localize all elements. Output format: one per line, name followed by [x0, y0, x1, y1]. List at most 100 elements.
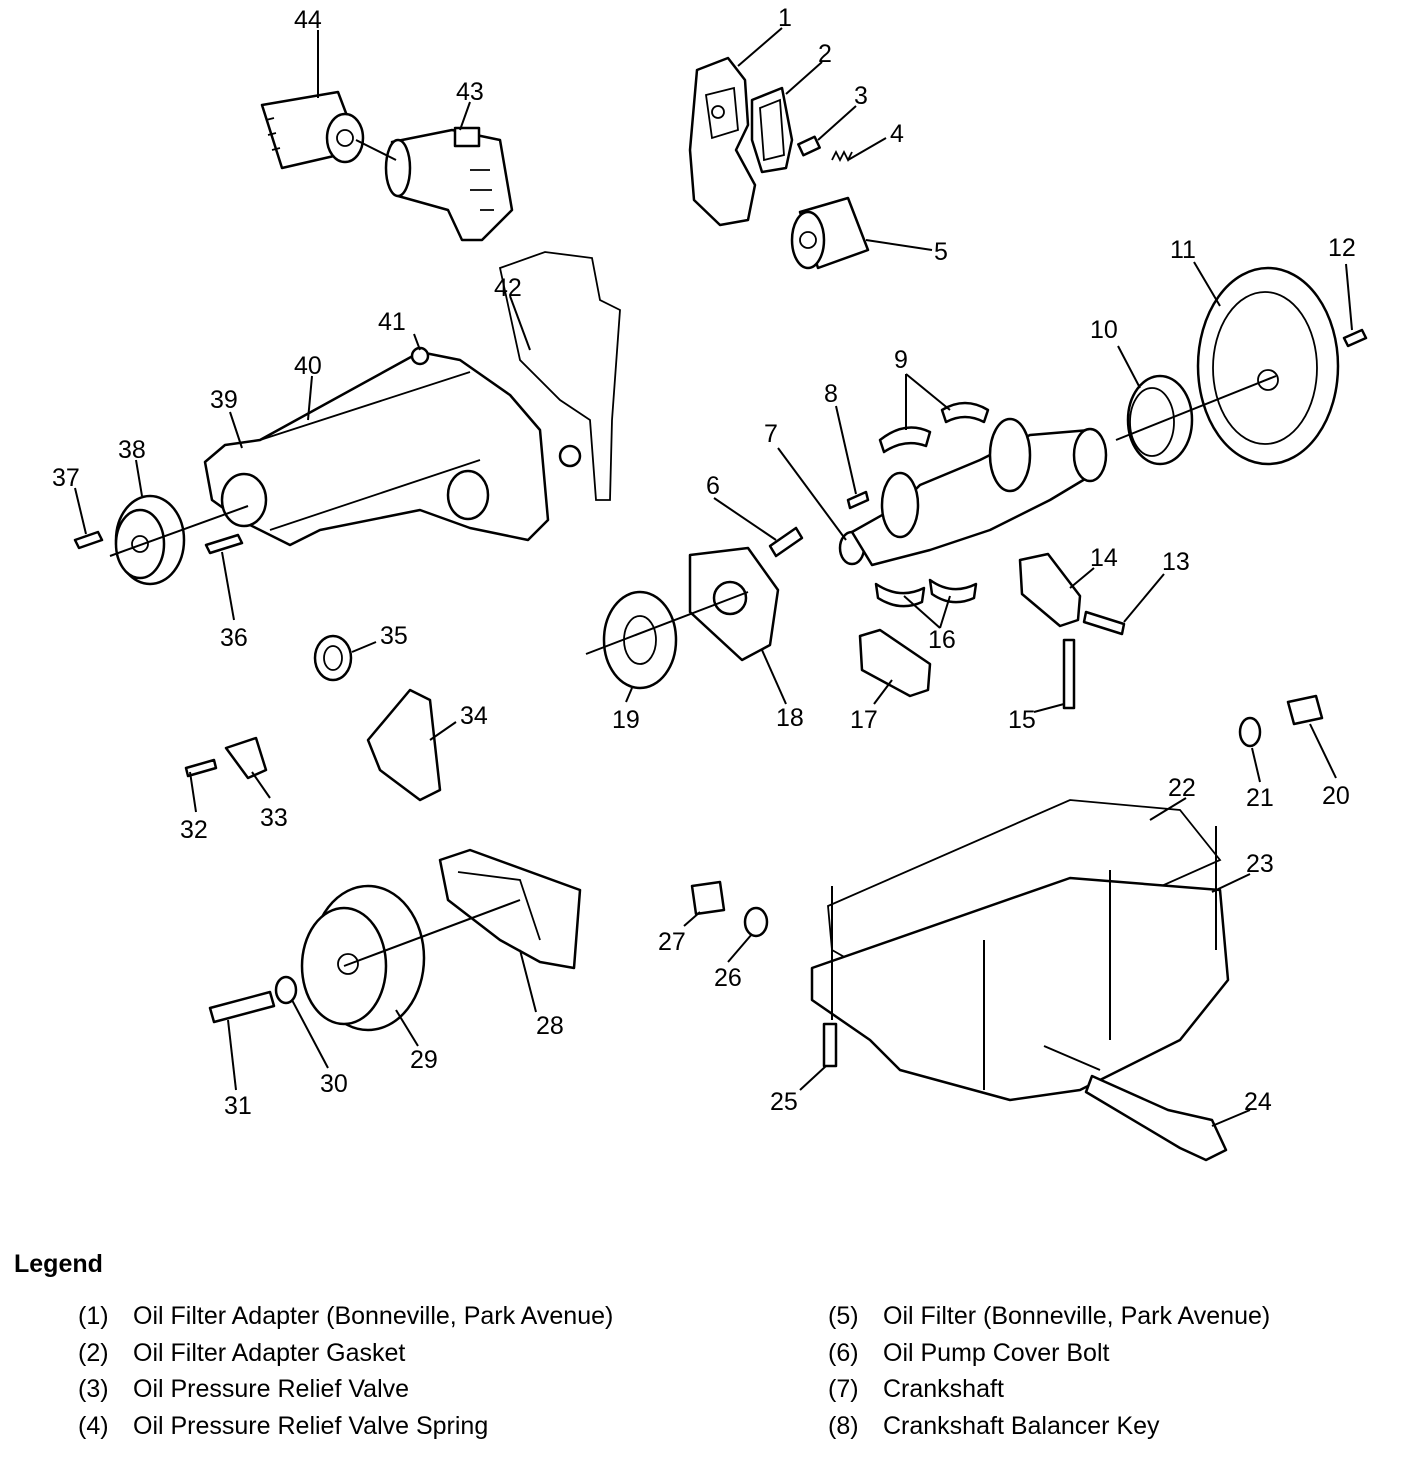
callout-26: 26	[714, 964, 742, 992]
legend-item-text: Oil Filter Adapter Gasket	[133, 1338, 406, 1367]
part-35-oil-seal	[313, 634, 353, 682]
callout-13: 13	[1162, 548, 1190, 576]
callout-14: 14	[1090, 544, 1118, 572]
callout-8: 8	[824, 380, 838, 408]
callout-40: 40	[294, 352, 322, 380]
part-9-bearing-upper	[878, 426, 932, 454]
callout-17: 17	[850, 706, 878, 734]
legend-left-column: (1) Oil Filter Adapter (Bonneville, Park …	[78, 1302, 613, 1448]
callout-36: 36	[220, 624, 248, 652]
part-11-flywheel	[1196, 266, 1340, 466]
callout-34: 34	[460, 702, 488, 730]
part-10-rear-seal	[1126, 374, 1194, 466]
legend-item: (8)Crankshaft Balancer Key	[828, 1412, 1270, 1449]
legend-item: (5) Oil Filter (Bonneville, Park Avenue)	[828, 1302, 1270, 1339]
callout-30: 30	[320, 1070, 348, 1098]
callout-24: 24	[1244, 1088, 1272, 1116]
callout-28: 28	[536, 1012, 564, 1040]
callout-4: 4	[890, 120, 904, 148]
part-16-bearing-lower	[874, 582, 926, 608]
part-26-seal	[743, 906, 769, 938]
legend-item: (3) Oil Pressure Relief Valve	[78, 1375, 613, 1412]
legend-item-number: (5)	[828, 1302, 859, 1330]
callout-3: 3	[854, 82, 868, 110]
legend-item-number: (7)	[828, 1375, 859, 1403]
part-36-bolt	[204, 533, 244, 555]
callout-16: 16	[928, 626, 956, 654]
part-5-oil-filter	[790, 196, 870, 270]
callout-33: 33	[260, 804, 288, 832]
callout-37: 37	[52, 464, 80, 492]
callout-41: 41	[378, 308, 406, 336]
callout-6: 6	[706, 472, 720, 500]
part-34-bracket	[366, 688, 442, 802]
part-33-sensor	[224, 736, 268, 780]
legend-item-number: (2)	[78, 1338, 109, 1367]
callout-12: 12	[1328, 234, 1356, 262]
part-28-cover	[438, 848, 582, 970]
legend-item-text: Crankshaft Balancer Key	[883, 1411, 1160, 1440]
legend-item-text: Oil Pressure Relief Valve Spring	[133, 1411, 489, 1440]
part-6-bolt	[768, 526, 804, 558]
legend-item-text: Oil Filter Adapter (Bonneville, Park Ave…	[133, 1302, 614, 1330]
callout-44: 44	[294, 6, 322, 34]
part-15-bolt	[1062, 638, 1076, 710]
part-16-bearing-lower-2	[928, 578, 978, 604]
legend-item-number: (3)	[78, 1375, 109, 1403]
legend-item-number: (1)	[78, 1302, 109, 1330]
callout-2: 2	[818, 40, 832, 68]
legend-item-number: (6)	[828, 1338, 859, 1367]
part-20-drain-plug	[1286, 694, 1324, 726]
legend-title: Legend	[14, 1250, 103, 1278]
part-32-bolt	[184, 758, 218, 778]
callout-32: 32	[180, 816, 208, 844]
part-27-plug	[690, 880, 726, 916]
part-12-bolt	[1342, 328, 1368, 348]
callout-25: 25	[770, 1088, 798, 1116]
callout-5: 5	[934, 238, 948, 266]
part-17-bearing-cap	[858, 628, 932, 698]
part-39-40-41-front-cover	[203, 346, 582, 547]
legend-right-column: (5)Oil Filter (Bonneville, Park Avenue) …	[828, 1302, 1270, 1448]
part-25-pan-bolt	[822, 1022, 838, 1068]
part-44-oil-filter	[260, 90, 365, 170]
part-42-cover-gasket	[498, 251, 621, 501]
part-13-bolt	[1082, 610, 1126, 636]
part-38-crankshaft-balancer	[114, 494, 186, 586]
callout-9: 9	[894, 346, 908, 374]
exploded-parts-diagram: 1 2 3 4 5 6 7 8 9 10 11 12 13 14 15 16 1…	[52, 4, 1368, 1162]
legend-item: (7) Crankshaft	[828, 1375, 1270, 1412]
callout-numbers: 1 2 3 4 5 6 7 8 9 10 11 12 13 14 15 16 1…	[52, 4, 1356, 1120]
callout-39: 39	[210, 386, 238, 414]
part-14-main-cap	[1018, 552, 1082, 628]
part-43-filter-adapter	[384, 126, 514, 242]
callout-11: 11	[1170, 236, 1196, 264]
part-37-bolt	[73, 530, 104, 550]
part-30-washer	[274, 975, 298, 1005]
callout-20: 20	[1322, 782, 1350, 810]
part-7-crankshaft	[838, 417, 1108, 567]
part-drawings	[73, 56, 1368, 1162]
callout-42: 42	[494, 274, 522, 302]
legend-item-text: Crankshaft	[883, 1375, 1004, 1403]
callout-35: 35	[380, 622, 408, 650]
part-24-oil-level-sensor	[1084, 1074, 1228, 1162]
part-23-oil-pan	[810, 876, 1230, 1102]
legend-item: (6) Oil Pump Cover Bolt	[828, 1339, 1270, 1376]
callout-19: 19	[612, 706, 640, 734]
legend-item: (2) Oil Filter Adapter Gasket	[78, 1339, 613, 1376]
part-3-relief-valve	[797, 135, 821, 157]
callout-31: 31	[224, 1092, 252, 1120]
legend-item-text: Oil Filter (Bonneville, Park Avenue)	[883, 1302, 1271, 1330]
part-8-key	[846, 490, 870, 510]
part-31-bolt	[208, 990, 276, 1024]
callout-27: 27	[658, 928, 686, 956]
callout-18: 18	[776, 704, 804, 732]
callout-23: 23	[1246, 850, 1274, 878]
legend-item-text: Oil Pump Cover Bolt	[883, 1338, 1110, 1367]
leader-lines	[74, 27, 1353, 1127]
legend-item: (4)Oil Pressure Relief Valve Spring	[78, 1412, 613, 1449]
legend-item-text: Oil Pressure Relief Valve	[133, 1375, 410, 1403]
callout-29: 29	[410, 1046, 438, 1074]
callout-43: 43	[456, 78, 484, 106]
